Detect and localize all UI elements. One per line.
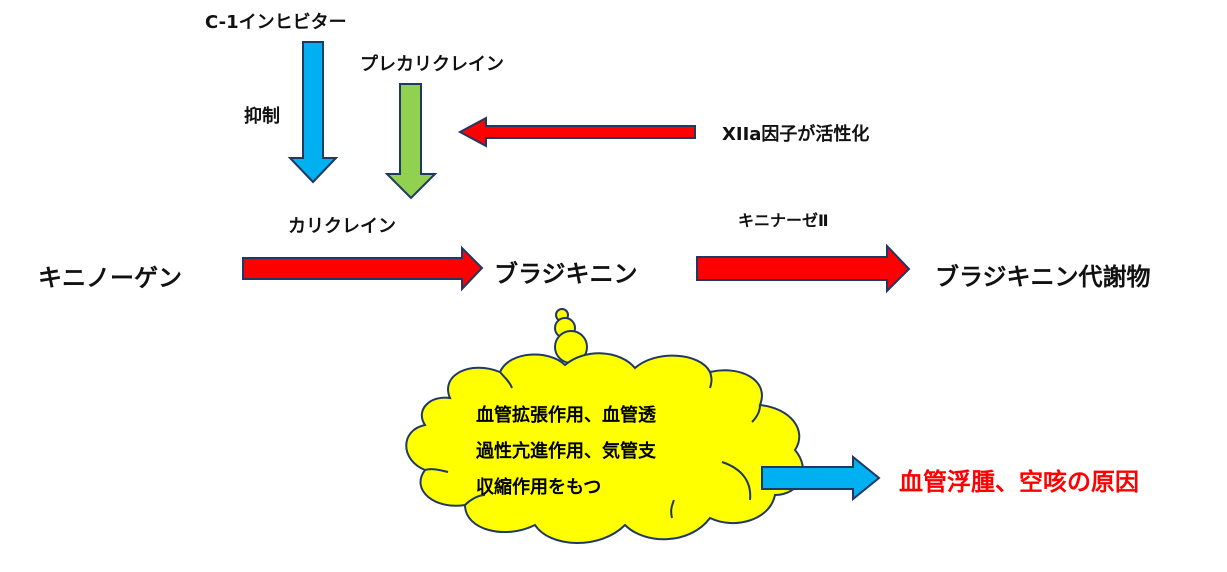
bradykinin-metabolite-node: ブラジキニン代謝物 — [935, 263, 1151, 291]
cloud-text: 血管拡張作用、血管透 過性亢進作用、気管支 収縮作用をもつ — [476, 398, 656, 506]
factor-xiia-label: XIIa因子が活性化 — [722, 124, 870, 145]
prekallikrein-arrow — [384, 83, 438, 200]
cloud-line-3: 収縮作用をもつ — [476, 477, 602, 498]
cloud-line-2: 過性亢進作用、気管支 — [476, 441, 656, 462]
kininogen-node: キニノーゲン — [38, 264, 182, 292]
inhibitor-label: C-1インヒビター — [205, 12, 347, 33]
cloud-line-1: 血管拡張作用、血管透 — [476, 405, 656, 426]
prekallikrein-label: プレカリクレイン — [360, 54, 504, 75]
kallikrein-arrow — [242, 245, 484, 292]
kallikrein-label: カリクレイン — [288, 216, 396, 237]
inhibit-arrow — [287, 41, 339, 184]
result-arrow — [761, 454, 881, 502]
kininase-label: キニナーゼⅡ — [738, 211, 829, 230]
effect-cloud — [405, 352, 804, 544]
bradykinin-node: ブラジキニン — [494, 260, 638, 288]
kininase-arrow — [696, 243, 911, 294]
inhibit-label: 抑制 — [244, 106, 280, 127]
factor-xiia-arrow — [457, 116, 696, 148]
result-text: 血管浮腫、空咳の原因 — [899, 468, 1139, 496]
